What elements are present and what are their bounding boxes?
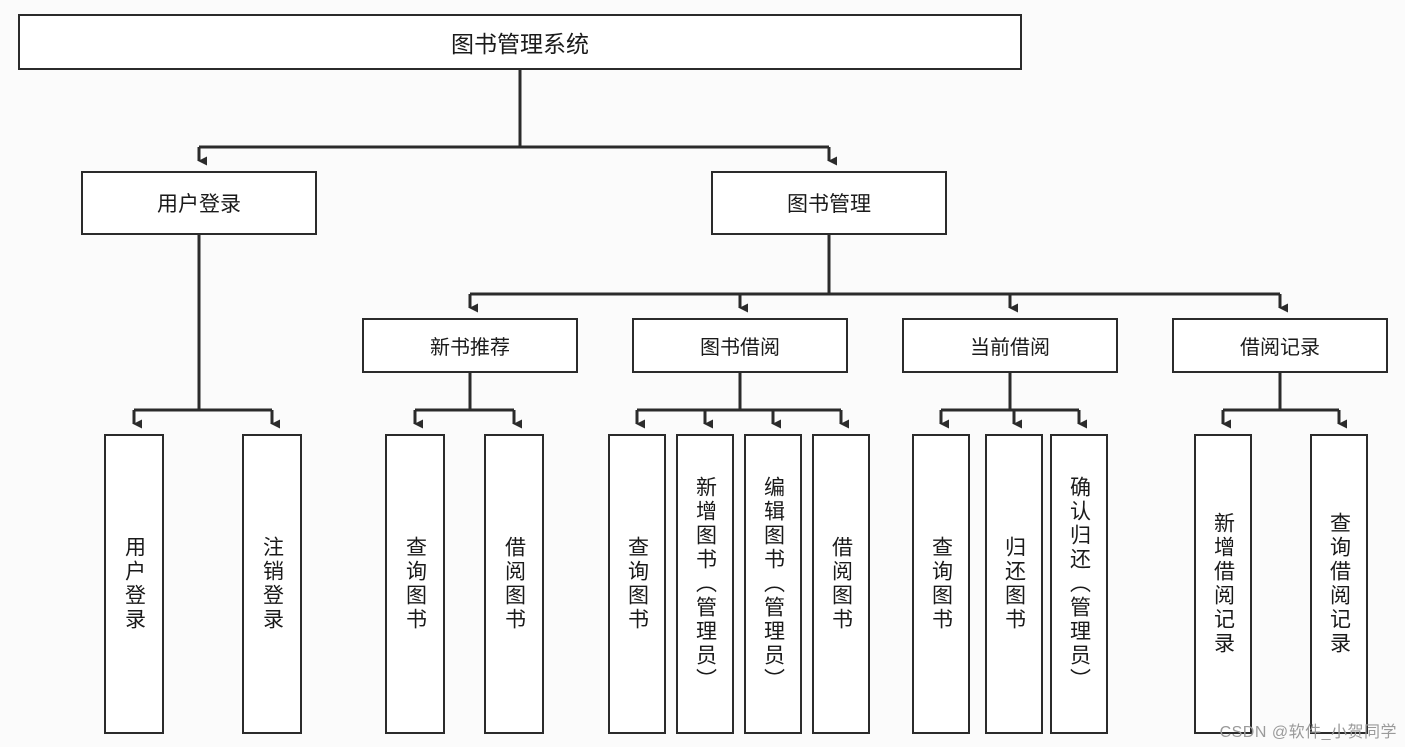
node-borrow-record-label: 借阅记录 [1240,337,1320,359]
node-leaf-borrow-book[interactable]: 借阅图书 [812,434,870,734]
node-user-login-label: 用户登录 [157,193,241,216]
node-borrow-record[interactable]: 借阅记录 [1172,318,1388,373]
node-user-login[interactable]: 用户登录 [81,171,317,235]
node-leaf-query-book-current-label: 查询图书 [929,536,953,632]
node-leaf-borrow-book-recommend[interactable]: 借阅图书 [484,434,544,734]
node-leaf-query-book-recommend-label: 查询图书 [403,536,427,632]
node-leaf-query-book-current[interactable]: 查询图书 [912,434,970,734]
node-new-book-recommend-label: 新书推荐 [430,337,510,359]
node-leaf-borrow-book-recommend-label: 借阅图书 [502,536,526,632]
node-leaf-edit-book-admin-label: 编辑图书（管理员） [761,476,785,692]
node-current-borrow-label: 当前借阅 [970,337,1050,359]
node-leaf-edit-book-admin[interactable]: 编辑图书（管理员） [744,434,802,734]
node-leaf-borrow-book-label: 借阅图书 [829,536,853,632]
node-book-management-label: 图书管理 [787,193,871,216]
node-leaf-query-book-borrow[interactable]: 查询图书 [608,434,666,734]
node-root[interactable]: 图书管理系统 [18,14,1022,70]
node-book-borrow[interactable]: 图书借阅 [632,318,848,373]
node-new-book-recommend[interactable]: 新书推荐 [362,318,578,373]
node-book-borrow-label: 图书借阅 [700,337,780,359]
node-book-management[interactable]: 图书管理 [711,171,947,235]
node-leaf-add-borrow-record[interactable]: 新增借阅记录 [1194,434,1252,734]
node-leaf-user-login[interactable]: 用户登录 [104,434,164,734]
node-leaf-query-book-borrow-label: 查询图书 [625,536,649,632]
node-leaf-add-book-admin[interactable]: 新增图书（管理员） [676,434,734,734]
node-leaf-query-borrow-record-label: 查询借阅记录 [1327,512,1351,656]
node-leaf-user-login-label: 用户登录 [122,536,146,632]
node-leaf-logout-login-label: 注销登录 [260,536,284,632]
node-leaf-confirm-return-admin-label: 确认归还（管理员） [1067,476,1091,692]
node-leaf-logout-login[interactable]: 注销登录 [242,434,302,734]
node-leaf-confirm-return-admin[interactable]: 确认归还（管理员） [1050,434,1108,734]
node-leaf-return-book-label: 归还图书 [1002,536,1026,632]
node-current-borrow[interactable]: 当前借阅 [902,318,1118,373]
watermark: CSDN @软件_小贺同学 [1219,724,1397,741]
node-leaf-return-book[interactable]: 归还图书 [985,434,1043,734]
node-leaf-query-book-recommend[interactable]: 查询图书 [385,434,445,734]
node-leaf-add-book-admin-label: 新增图书（管理员） [693,476,717,692]
node-leaf-add-borrow-record-label: 新增借阅记录 [1211,512,1235,656]
node-leaf-query-borrow-record[interactable]: 查询借阅记录 [1310,434,1368,734]
node-root-label: 图书管理系统 [451,31,589,57]
